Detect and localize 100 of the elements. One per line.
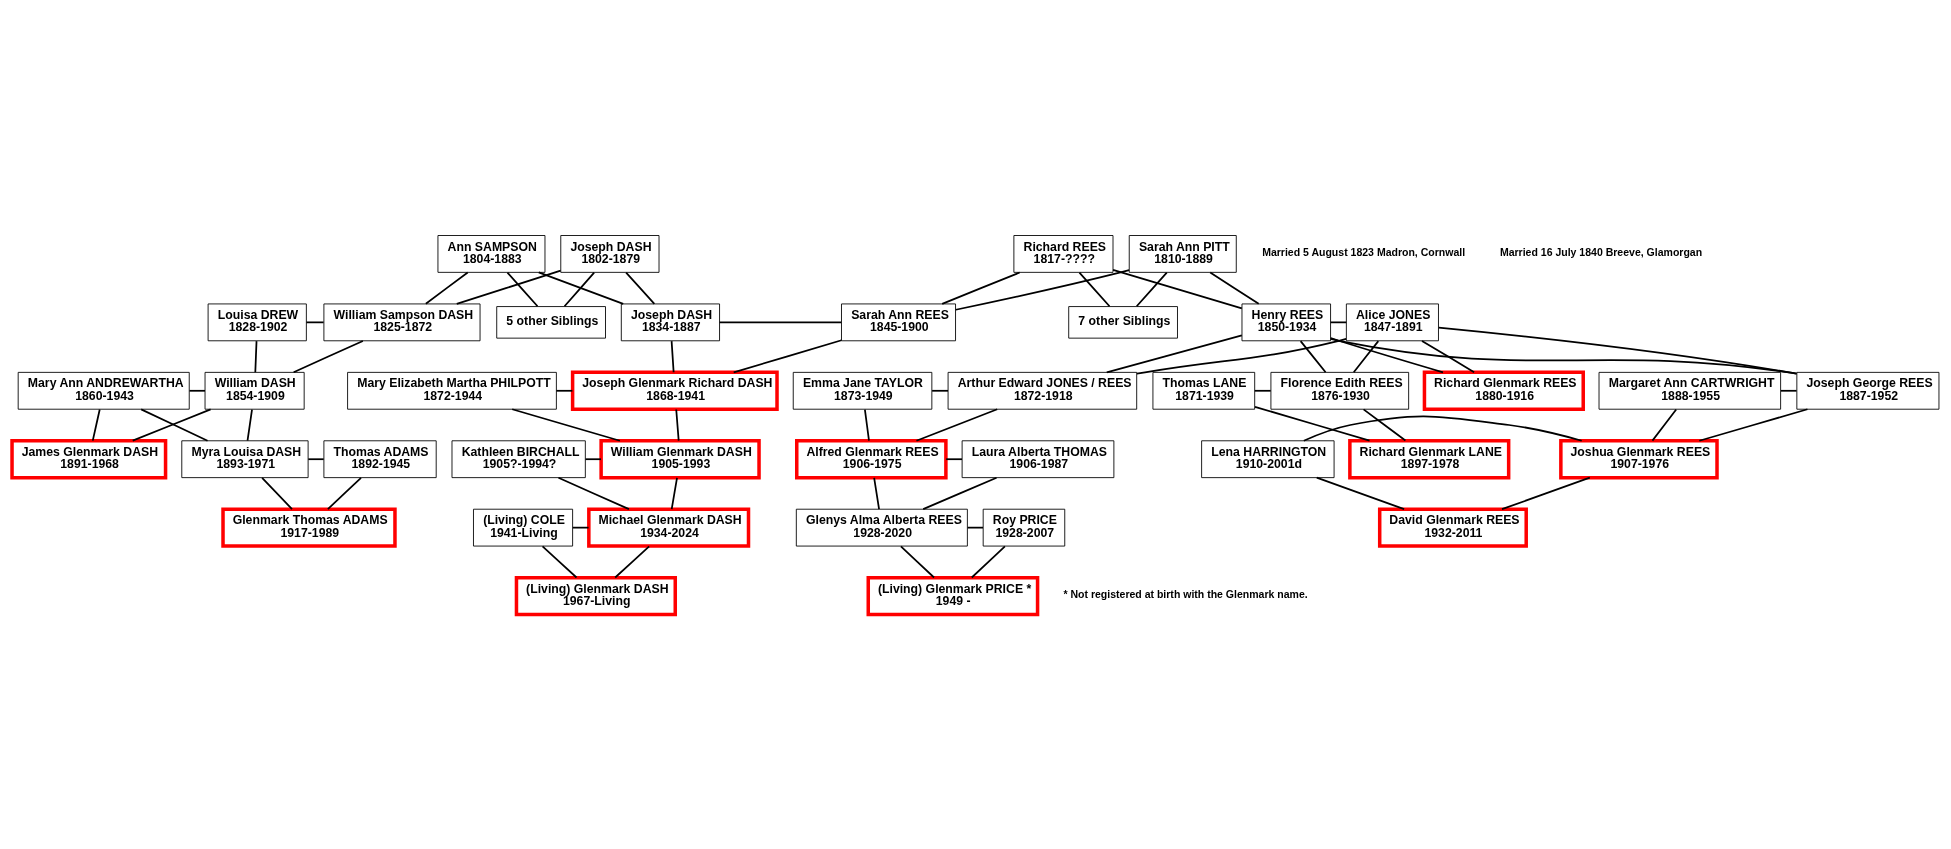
node-box: Mary Ann ANDREWARTHA 1860-1943 (17, 371, 190, 410)
connector (555, 389, 574, 392)
node-box: Thomas LANE 1871-1939 (1152, 371, 1256, 410)
connector (91, 408, 101, 442)
node-box: Alice JONES 1847-1891 (1345, 303, 1439, 341)
connector (584, 457, 602, 460)
node-box: Glenmark Thomas ADAMS 1917-1989 (221, 506, 397, 548)
node-box: David Glenmark REES 1932-2011 (1377, 506, 1528, 548)
connector (864, 408, 870, 442)
connector (1698, 407, 1809, 442)
connector (670, 339, 675, 373)
connector (1112, 268, 1243, 309)
node-box: Florence Edith REES 1876-1930 (1270, 371, 1410, 410)
connector (1136, 337, 1347, 375)
label: * Not registered at birth with the Glenmark name. (1063, 587, 1308, 600)
node-box: Richard Glenmark LANE 1897-1978 (1348, 438, 1511, 479)
node-box: Roy PRICE 1928-2007 (982, 508, 1066, 546)
node-box: Michael Glenmark DASH 1934-2024 (587, 506, 751, 548)
label: Married 5 August 1823 Madron, Cornwall (1262, 245, 1466, 258)
connector (931, 389, 949, 392)
node-box: Lena HARRINGTON 1910-2001d (1201, 439, 1335, 478)
connector (670, 476, 678, 510)
connector (945, 457, 963, 460)
connector (1209, 271, 1260, 305)
node-box: Arthur Edward JONES / REES 1872-1918 (947, 371, 1138, 410)
node-box: Emma Jane TAYLOR 1873-1949 (792, 371, 933, 410)
connector (675, 408, 680, 442)
node-box: Myra Louisa DASH 1893-1971 (181, 439, 309, 478)
connector (1329, 336, 1444, 373)
connector (1329, 321, 1348, 323)
connector (1135, 271, 1168, 307)
connector (506, 271, 539, 307)
node-box: 7 other Siblings (1068, 305, 1178, 339)
node-box: Laura Alberta THOMAS 1906-1987 (961, 439, 1115, 478)
connector (1078, 271, 1111, 307)
connector (941, 271, 1021, 305)
connector (188, 389, 206, 392)
connector (1501, 476, 1591, 510)
node-box: Joseph George REES 1887-1952 (1796, 371, 1940, 410)
node-box: Richard Glenmark REES 1880-1916 (1422, 370, 1585, 411)
connector (625, 271, 656, 305)
connector (537, 271, 625, 305)
connector (563, 271, 596, 307)
connector (1302, 415, 1583, 442)
connector (424, 271, 469, 305)
connector (326, 476, 362, 510)
node-box: Joshua Glenmark REES 1907-1976 (1559, 438, 1719, 479)
connector (246, 408, 253, 442)
connector (614, 545, 651, 578)
connector (455, 269, 562, 305)
node-box: (Living) Glenmark PRICE * 1949 - (866, 575, 1040, 616)
node-box: (Living) COLE 1941-Living (473, 508, 574, 546)
connector (970, 545, 1006, 578)
connector (571, 526, 590, 528)
node-box: William Glenmark DASH 1905-1993 (599, 438, 761, 479)
node-box: Ann SAMPSON 1804-1883 (437, 234, 546, 273)
node-box: Joseph DASH 1834-1887 (620, 303, 720, 341)
connector (1352, 339, 1380, 373)
node-box: 5 other Siblings (496, 305, 606, 339)
connector (1315, 476, 1405, 510)
node-box: Richard REES 1817-???? (1013, 234, 1114, 273)
connector (305, 321, 325, 323)
node-box: Glenys Alma Alberta REES 1928-2020 (795, 508, 968, 546)
connector (1253, 389, 1272, 392)
connector (261, 476, 293, 510)
node-box: James Glenmark DASH 1891-1968 (10, 438, 168, 479)
node-box: (Living) Glenmark DASH 1967-Living (514, 575, 677, 616)
connector (1362, 408, 1407, 441)
connector (557, 476, 630, 510)
label: Married 16 July 1840 Breeve, Glamorgan (1499, 245, 1703, 258)
node-box: Sarah Ann PITT 1810-1889 (1128, 234, 1237, 273)
connector (954, 268, 1130, 311)
connector (873, 476, 880, 510)
connector (307, 457, 325, 460)
connector (1254, 405, 1371, 442)
connector (1651, 408, 1678, 442)
connector (1421, 339, 1475, 373)
connector (900, 545, 935, 578)
connector (541, 545, 578, 578)
node-box: Mary Elizabeth Martha PHILPOTT 1872-1944 (347, 371, 557, 410)
node-box: Alfred Glenmark REES 1906-1975 (795, 438, 948, 479)
connector (1330, 337, 1798, 374)
node-box: Joseph Glenmark Richard DASH 1868-1941 (570, 370, 779, 411)
node-box: William Sampson DASH 1825-1872 (323, 303, 481, 341)
node-box: Thomas ADAMS 1892-1945 (323, 439, 437, 478)
node-box: Henry REES 1850-1934 (1241, 303, 1331, 341)
connector (732, 338, 843, 373)
connector (511, 407, 621, 442)
node-box: Sarah Ann REES 1845-1900 (841, 303, 956, 341)
node-box: Joseph DASH 1802-1879 (560, 234, 660, 273)
connector (1299, 339, 1327, 373)
node-box: Margaret Ann CARTWRIGHT 1888-1955 (1598, 371, 1782, 410)
connector (966, 526, 984, 528)
connector (1780, 389, 1798, 392)
node-box: William DASH 1854-1909 (204, 371, 305, 410)
connector (254, 339, 258, 373)
node-box: Kathleen BIRCHALL 1905?-1994? (451, 439, 586, 478)
node-box: Louisa DREW 1828-1902 (207, 303, 307, 341)
connector (1105, 334, 1243, 373)
connector (718, 321, 843, 323)
